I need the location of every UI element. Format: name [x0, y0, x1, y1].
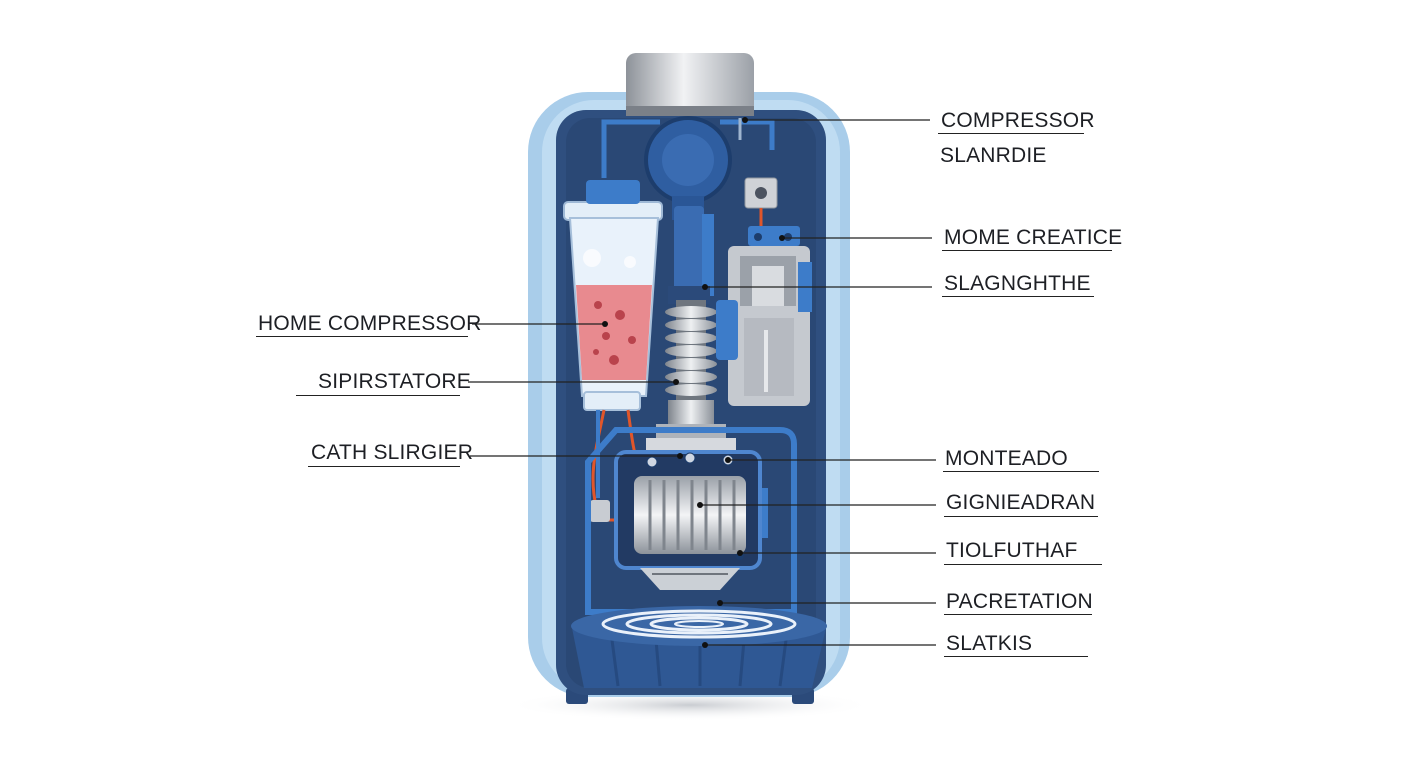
valve-assembly: [716, 177, 812, 406]
motor-drum: [614, 450, 762, 590]
label-slagnghthe: SLAGNGHTHE: [944, 272, 1091, 295]
underline-slatkis: [944, 656, 1088, 657]
upper-tubing: [601, 119, 660, 178]
label-compressor: COMPRESSOR: [941, 109, 1095, 132]
label-home-compressor: HOME COMPRESSOR: [258, 312, 482, 335]
motor-bay: [585, 427, 797, 615]
label-monteado: MONTEADO: [945, 447, 1068, 470]
underline-compressor: [938, 133, 1084, 134]
underline-pacretation: [944, 614, 1092, 615]
label-cath-slirgier: CATH SLIRGIER: [311, 441, 474, 464]
underline-tiolfuthaf: [944, 564, 1102, 565]
underline-slagnghthe: [942, 296, 1094, 297]
label-mome-creatice: MOME CREATICE: [944, 226, 1123, 249]
label-tiolfuthaf: TIOLFUTHAF: [946, 539, 1078, 562]
leader-dots: [602, 117, 785, 648]
label-gignieadran: GIGNIEADRAN: [946, 491, 1096, 514]
leader-lines: [468, 119, 936, 646]
coil-base: [571, 606, 827, 688]
label-pacretation: PACRETATION: [946, 590, 1093, 613]
label-slatkis: SLATKIS: [946, 632, 1033, 655]
top-cap: [626, 53, 754, 115]
underline-home-compressor: [256, 336, 468, 337]
underline-cath-slirgier: [308, 466, 460, 467]
underline-sipirstatore: [296, 395, 460, 396]
label-sipirstatore: SIPIRSTATORE: [318, 370, 471, 393]
underline-monteado: [943, 471, 1099, 472]
spring-coil: [665, 300, 717, 410]
drive-shaft: [674, 206, 704, 304]
liquid-reservoir: [563, 180, 663, 411]
underline-mome-creatice: [942, 250, 1112, 251]
label-slanrdie: SLANRDIE: [940, 144, 1047, 167]
underline-gignieadran: [944, 516, 1098, 517]
